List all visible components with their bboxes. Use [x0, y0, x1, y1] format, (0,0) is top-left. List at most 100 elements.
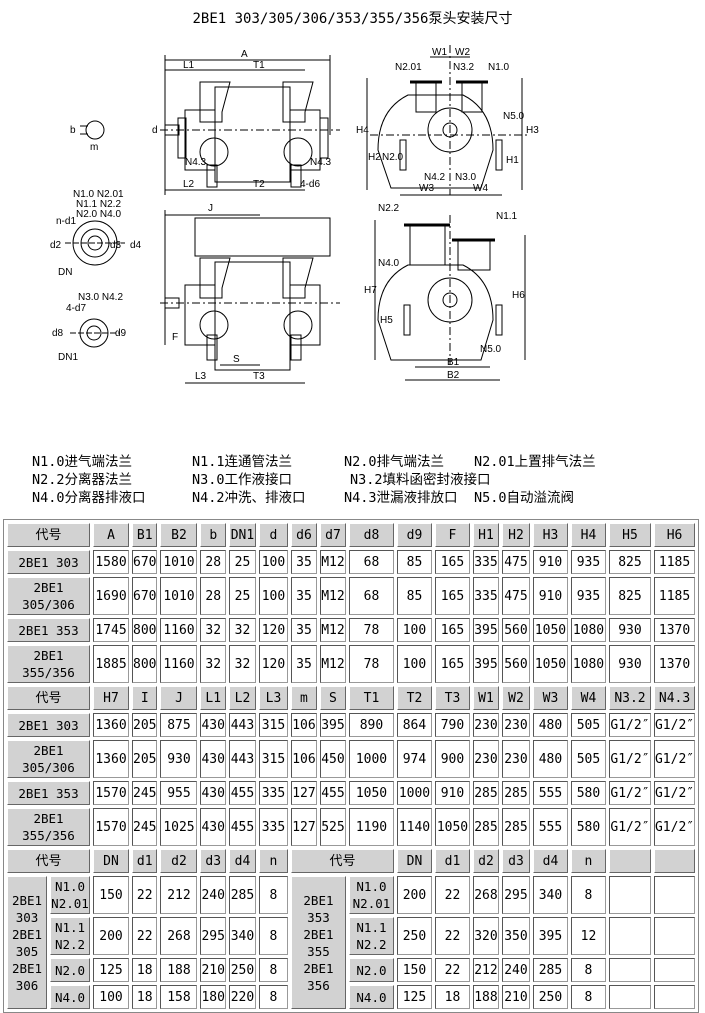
model-cell: 2BE1 353 [7, 781, 90, 805]
column-header: B2 [160, 523, 198, 547]
table-cell: 1160 [160, 618, 198, 642]
table-cell: 165 [434, 577, 470, 615]
dim-label: DN1 [58, 352, 78, 363]
table-cell: 188 [160, 958, 198, 982]
table-cell: 100 [396, 645, 432, 683]
column-header: DN [93, 849, 129, 873]
table-cell: 580 [570, 781, 606, 805]
table-cell: 100 [258, 577, 288, 615]
table-cell: 800 [132, 645, 158, 683]
table-cell: 1025 [160, 808, 198, 846]
table-cell: G1/2″ [608, 781, 651, 805]
table-cell: 150 [396, 958, 432, 982]
model-cell: 2BE1 355/356 [7, 645, 90, 683]
column-header: L3 [258, 686, 288, 710]
column-header: L2 [228, 686, 256, 710]
table-cell: 455 [228, 781, 256, 805]
column-header: F [434, 523, 470, 547]
table-cell: 320 [472, 917, 499, 955]
table-cell: 78 [348, 645, 394, 683]
table-cell: 8 [258, 876, 288, 914]
port-label: N1.1 N2.2 [76, 199, 121, 210]
table-cell: 250 [228, 958, 256, 982]
table-cell [608, 985, 651, 1009]
model-cell: 2BE1 305/306 [7, 740, 90, 778]
column-header: W4 [570, 686, 606, 710]
dim-label: W3 [419, 183, 434, 194]
column-header: N4.3 [653, 686, 696, 710]
table-cell: 212 [160, 876, 198, 914]
table-cell: 930 [160, 740, 198, 778]
column-header: d4 [228, 849, 256, 873]
table-cell: 210 [501, 985, 530, 1009]
dim-label: d8 [52, 328, 64, 339]
legend-item: N2.0排气端法兰 [344, 454, 445, 470]
dim-label: J [208, 203, 213, 214]
column-header: DN1 [228, 523, 256, 547]
port-label: N4.3 [310, 157, 332, 168]
dim-label: W2 [455, 47, 470, 58]
model-cell: 2BE1 305/306 [7, 577, 90, 615]
dim-label: L2 [183, 179, 195, 190]
side-view-top [80, 55, 340, 195]
table-cell: 1570 [93, 781, 129, 805]
table-cell: 900 [434, 740, 470, 778]
column-header: d2 [160, 849, 198, 873]
table-cell: 165 [434, 550, 470, 574]
table-cell: 85 [396, 550, 432, 574]
table-cell: 25 [228, 577, 256, 615]
table-cell: 395 [472, 618, 499, 642]
table-cell: 350 [501, 917, 530, 955]
table-cell: 230 [472, 713, 499, 737]
port-cell: N4.0 [348, 985, 394, 1009]
table-cell: G1/2″ [653, 713, 696, 737]
table-cell: 78 [348, 618, 394, 642]
table-cell: 205 [132, 740, 158, 778]
table-cell: 1370 [653, 645, 696, 683]
table-cell: 68 [348, 577, 394, 615]
dim-label: W4 [473, 183, 488, 194]
table-cell: 910 [532, 577, 568, 615]
port-cell: N4.0 [50, 985, 90, 1009]
table-cell: 1140 [396, 808, 432, 846]
table-cell: 395 [472, 645, 499, 683]
table-cell: G1/2″ [608, 740, 651, 778]
legend-item: N2.01上置排气法兰 [474, 454, 596, 470]
dim-label: T2 [253, 179, 265, 190]
table-cell: 22 [132, 917, 158, 955]
dim-label: b [70, 125, 76, 136]
table-cell: 475 [501, 577, 530, 615]
table-cell: 335 [472, 577, 499, 615]
table-cell: 340 [228, 917, 256, 955]
table-cell: 910 [434, 781, 470, 805]
table-cell: 35 [290, 550, 317, 574]
table-cell: 790 [434, 713, 470, 737]
dim-label: m [90, 142, 98, 153]
table-cell: 560 [501, 618, 530, 642]
column-header: L1 [200, 686, 226, 710]
table-cell: 1080 [570, 618, 606, 642]
table-cell: 22 [434, 917, 470, 955]
table-cell: 150 [93, 876, 129, 914]
column-header: d3 [501, 849, 530, 873]
port-cell: N1.0 N2.01 [348, 876, 394, 914]
table-cell: M12 [319, 645, 346, 683]
table-cell: 100 [396, 618, 432, 642]
table-cell: 295 [501, 876, 530, 914]
table-cell: 430 [200, 713, 226, 737]
column-header: N3.2 [608, 686, 651, 710]
dim-label: L3 [195, 371, 207, 382]
table-cell: 285 [228, 876, 256, 914]
dim-label: d [152, 125, 158, 136]
table-cell: 890 [348, 713, 394, 737]
legend-item: N3.2填料函密封液接口 [350, 472, 491, 488]
table-cell: 165 [434, 618, 470, 642]
table-cell: 505 [570, 740, 606, 778]
table-cell: 430 [200, 808, 226, 846]
column-header: 代号 [7, 849, 90, 873]
